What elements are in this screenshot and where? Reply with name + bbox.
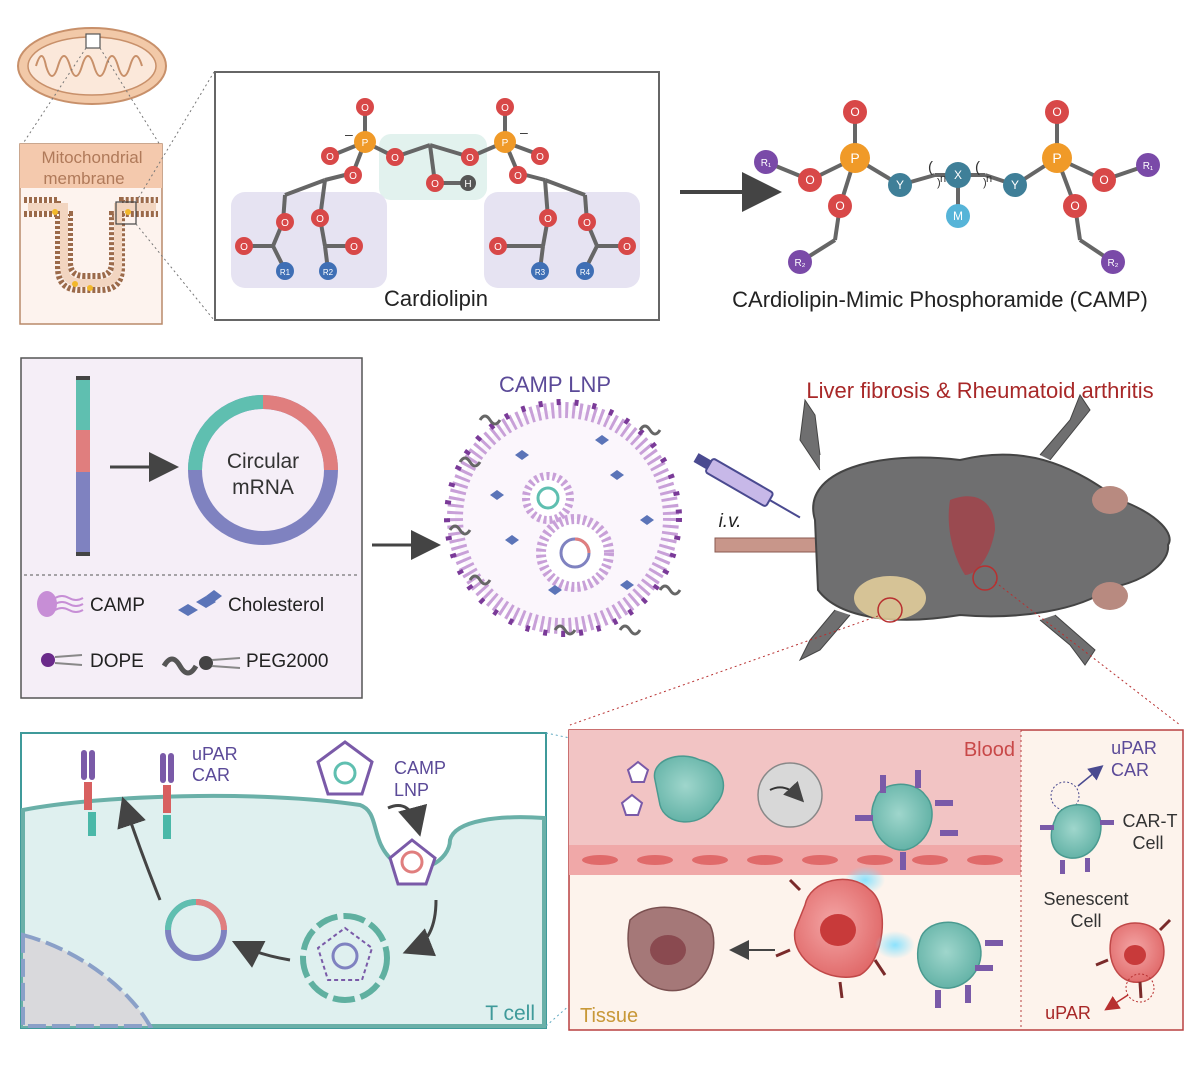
svg-text:LNP: LNP (394, 780, 429, 800)
svg-text:–: – (520, 124, 528, 140)
svg-text:Y: Y (896, 178, 904, 192)
svg-text:CAR: CAR (192, 765, 230, 785)
svg-text:O: O (361, 103, 369, 114)
camp-molecule: R₁ O O P O R₂ Y X M Y O P O R₁ O R₂ ( ) … (732, 100, 1160, 312)
cardiolipin-title: Cardiolipin (384, 286, 488, 311)
svg-text:R2: R2 (323, 268, 334, 277)
svg-text:R1: R1 (280, 268, 291, 277)
svg-text:O: O (326, 152, 334, 163)
camp-lnp: CAMP LNP (444, 372, 682, 637)
tissue-label: Tissue (580, 1005, 638, 1027)
svg-text:P: P (362, 138, 369, 149)
svg-text:(: ( (928, 159, 933, 176)
svg-text:P: P (502, 138, 509, 149)
svg-text:O: O (835, 199, 844, 213)
svg-text:R3: R3 (535, 268, 546, 277)
svg-text:Senescent: Senescent (1043, 889, 1128, 909)
svg-text:R4: R4 (580, 268, 591, 277)
svg-text:Cell: Cell (1132, 833, 1163, 853)
membrane-inset: Mitochondrial membrane (19, 71, 215, 325)
svg-text:–: – (345, 126, 353, 142)
camp-title: CArdiolipin-Mimic Phosphoramide (CAMP) (732, 287, 1148, 312)
svg-text:O: O (583, 218, 591, 229)
svg-text:O: O (1070, 199, 1079, 213)
legend-peg: PEG2000 (246, 651, 328, 672)
svg-text:O: O (391, 153, 399, 164)
svg-text:): ) (983, 177, 987, 189)
mito-label-1: Mitochondrial (41, 148, 142, 167)
svg-text:(: ( (975, 159, 980, 176)
svg-text:H: H (464, 179, 471, 190)
svg-text:X: X (954, 168, 962, 182)
svg-text:O: O (850, 105, 859, 119)
svg-text:O: O (544, 214, 552, 225)
svg-text:Cell: Cell (1070, 911, 1101, 931)
legend-dope: DOPE (90, 651, 144, 672)
svg-text:O: O (431, 179, 439, 190)
tcell-label: T cell (485, 1002, 535, 1025)
svg-text:O: O (623, 242, 631, 253)
car-receptor-2 (160, 753, 174, 839)
svg-text:): ) (937, 177, 941, 189)
blood-label: Blood (964, 739, 1015, 761)
svg-text:O: O (805, 173, 814, 187)
svg-text:R₂: R₂ (794, 258, 805, 269)
svg-text:O: O (1052, 105, 1061, 119)
svg-text:O: O (494, 242, 502, 253)
svg-text:O: O (349, 171, 357, 182)
svg-text:uPAR: uPAR (1111, 738, 1157, 758)
car-receptor-1 (81, 750, 96, 836)
lnp-title: CAMP LNP (499, 372, 611, 397)
disease-title: Liver fibrosis & Rheumatoid arthritis (806, 378, 1153, 403)
svg-text:O: O (350, 242, 358, 253)
svg-text:O: O (536, 152, 544, 163)
route-label: i.v. (719, 511, 742, 532)
svg-text:uPAR: uPAR (192, 744, 238, 764)
svg-text:O: O (1099, 173, 1108, 187)
svg-text:n: n (940, 173, 946, 185)
svg-text:O: O (466, 153, 474, 164)
svg-text:O: O (281, 218, 289, 229)
svg-text:O: O (501, 103, 509, 114)
svg-text:O: O (316, 214, 324, 225)
svg-text:R₂: R₂ (1107, 258, 1118, 269)
circular-label-1: Circular (227, 450, 299, 473)
svg-text:n: n (986, 173, 992, 185)
svg-text:uPAR: uPAR (1045, 1003, 1091, 1023)
svg-text:R₁: R₁ (761, 158, 772, 169)
svg-text:Y: Y (1011, 178, 1019, 192)
svg-text:P: P (850, 150, 859, 166)
mitochondrion-illustration (17, 27, 167, 146)
cardiolipin-panel: O P O O O O H O O P O O O O O O R1 R2 O … (214, 71, 660, 321)
blood-tissue-panel: Blood Tissue uPAR CAR (568, 729, 1184, 1031)
svg-text:O: O (240, 242, 248, 253)
mito-label-2: membrane (43, 169, 124, 188)
legend-panel: Circular mRNA CAMP Cholesterol DOPE PEG2… (20, 357, 363, 699)
svg-text:CAMP: CAMP (394, 758, 446, 778)
legend-camp: CAMP (90, 595, 145, 616)
svg-text:R₁: R₁ (1143, 161, 1154, 172)
circular-label-2: mRNA (232, 476, 294, 499)
svg-text:CAR-T: CAR-T (1123, 811, 1178, 831)
legend-cholesterol: Cholesterol (228, 595, 324, 616)
svg-text:M: M (953, 209, 963, 223)
mouse-illustration: Liver fibrosis & Rheumatoid arthritis i.… (569, 378, 1181, 726)
svg-text:P: P (1052, 150, 1061, 166)
svg-text:CAR: CAR (1111, 760, 1149, 780)
svg-text:O: O (514, 171, 522, 182)
